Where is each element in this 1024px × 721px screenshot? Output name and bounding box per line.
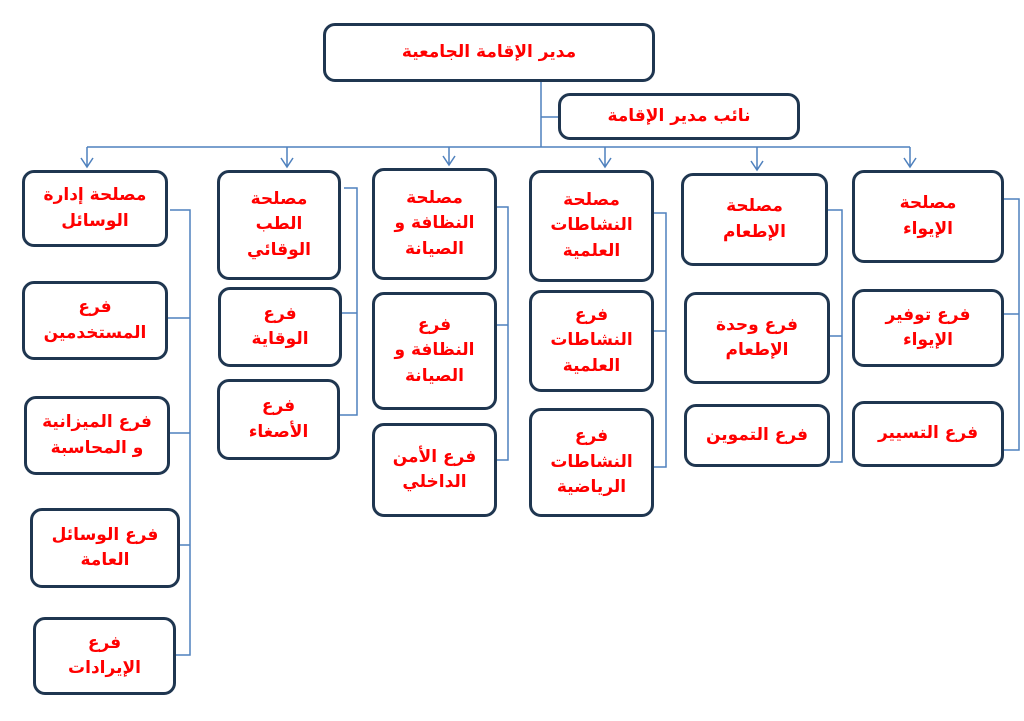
branch-box: فرع وحدة الإطعام — [684, 292, 830, 384]
arrow-connectors — [80, 147, 917, 172]
branch-box: فرع توفير الإيواء — [852, 289, 1004, 367]
branch-box: فرع الإيرادات — [33, 617, 176, 695]
branch-box: فرع الأصغاء — [217, 379, 340, 460]
department-box: مصلحة النشاطات العلمية — [529, 170, 654, 282]
bracket-col2 — [340, 187, 358, 416]
deputy-box: نائب مدير الإقامة — [558, 93, 800, 140]
bracket-col6 — [1004, 198, 1020, 451]
branch-box: فرع النشاطات العلمية — [529, 290, 654, 392]
branch-box: فرع الوقاية — [218, 287, 342, 367]
branch-box: فرع النظافة و الصيانة — [372, 292, 497, 410]
department-box: مصلحة الإطعام — [681, 173, 828, 266]
branch-box: فرع الميزانية و المحاسبة — [24, 396, 170, 475]
department-box: مصلحة النظافة و الصيانة — [372, 168, 497, 280]
director-box: مدير الإقامة الجامعية — [323, 23, 655, 82]
branch-box: فرع النشاطات الرياضية — [529, 408, 654, 517]
branch-box: فرع الأمن الداخلي — [372, 423, 497, 517]
department-box: مصلحة الإيواء — [852, 170, 1004, 263]
bracket-col3 — [497, 206, 509, 461]
department-box: مصلحة الطب الوقائي — [217, 170, 341, 280]
branch-box: فرع التموين — [684, 404, 830, 467]
branch-box: فرع المستخدمين — [22, 281, 168, 360]
bracket-col5 — [828, 209, 843, 463]
branch-box: فرع التسيير — [852, 401, 1004, 467]
bracket-col1 — [168, 209, 191, 656]
branch-box: فرع الوسائل العامة — [30, 508, 180, 588]
trunk-line — [87, 82, 910, 148]
bracket-col4 — [654, 212, 667, 468]
department-box: مصلحة إدارة الوسائل — [22, 170, 168, 247]
